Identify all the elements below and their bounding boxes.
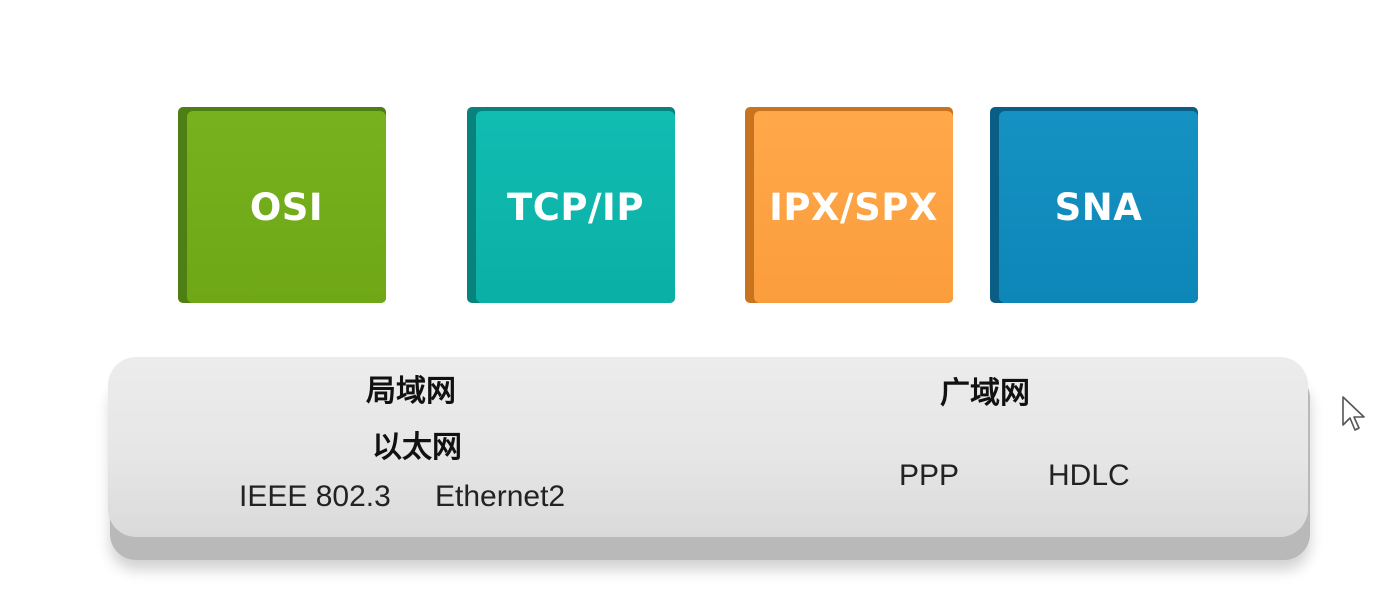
protocol-label-osi: OSI [249, 185, 324, 229]
protocol-label-sna: SNA [1054, 185, 1143, 229]
lan-item-ieee8023: IEEE 802.3 [239, 480, 391, 513]
base-layer [108, 357, 1308, 537]
protocol-box-sna: SNA [990, 107, 1198, 303]
protocol-face-tcpip: TCP/IP [476, 111, 675, 303]
protocol-face-ipxspx: IPX/SPX [754, 111, 953, 303]
protocol-box-tcpip: TCP/IP [467, 107, 675, 303]
protocol-box-ipxspx: IPX/SPX [745, 107, 953, 303]
protocol-face-sna: SNA [999, 111, 1198, 303]
protocol-face-osi: OSI [187, 111, 386, 303]
wan-item-ppp: PPP [899, 459, 960, 492]
protocol-label-tcpip: TCP/IP [507, 185, 644, 229]
lan-item-ethernet2: Ethernet2 [435, 480, 566, 513]
protocol-label-ipxspx: IPX/SPX [769, 185, 938, 229]
protocol-box-osi: OSI [178, 107, 386, 303]
wan-item-hdlc: HDLC [1048, 459, 1130, 492]
arrow-cursor-icon [1342, 396, 1365, 431]
wan-heading: 广域网 [940, 376, 1030, 411]
lan-subheading: 以太网 [372, 430, 462, 465]
lan-heading: 局域网 [366, 374, 456, 409]
